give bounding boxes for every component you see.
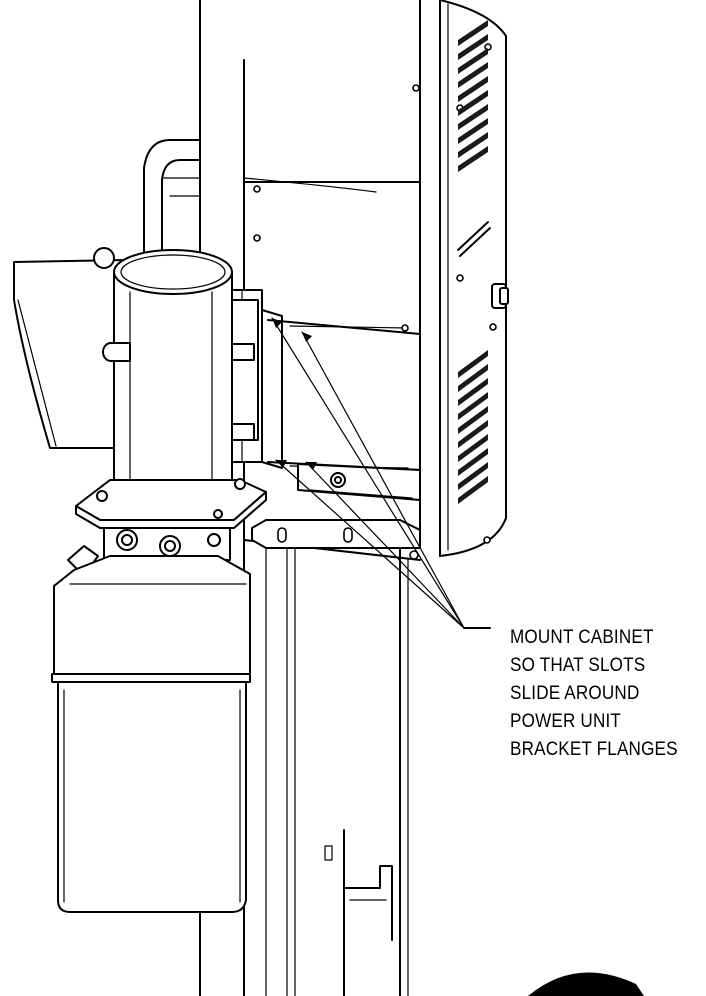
shroud-plate [13,247,127,449]
callout-line-1: MOUNT CABINET [510,627,654,648]
callout-text: MOUNT CABINET SO THAT SLOTS SLIDE AROUND… [510,624,686,764]
callout-line-4: POWER UNIT [510,711,622,732]
vent-upper [458,20,488,172]
vent-lower [458,350,488,504]
callout-line-3: SLIDE AROUND [510,683,640,704]
callout-line-5: BRACKET FLANGES [510,739,678,760]
mount-bracket [227,289,421,549]
corner-badge [528,972,644,996]
motor [102,249,233,501]
handle-frame [143,139,201,271]
reservoir-tank [51,555,251,913]
callout-arrows [271,317,491,629]
side-knob [491,283,509,309]
callout-line-2: SO THAT SLOTS [510,655,646,676]
